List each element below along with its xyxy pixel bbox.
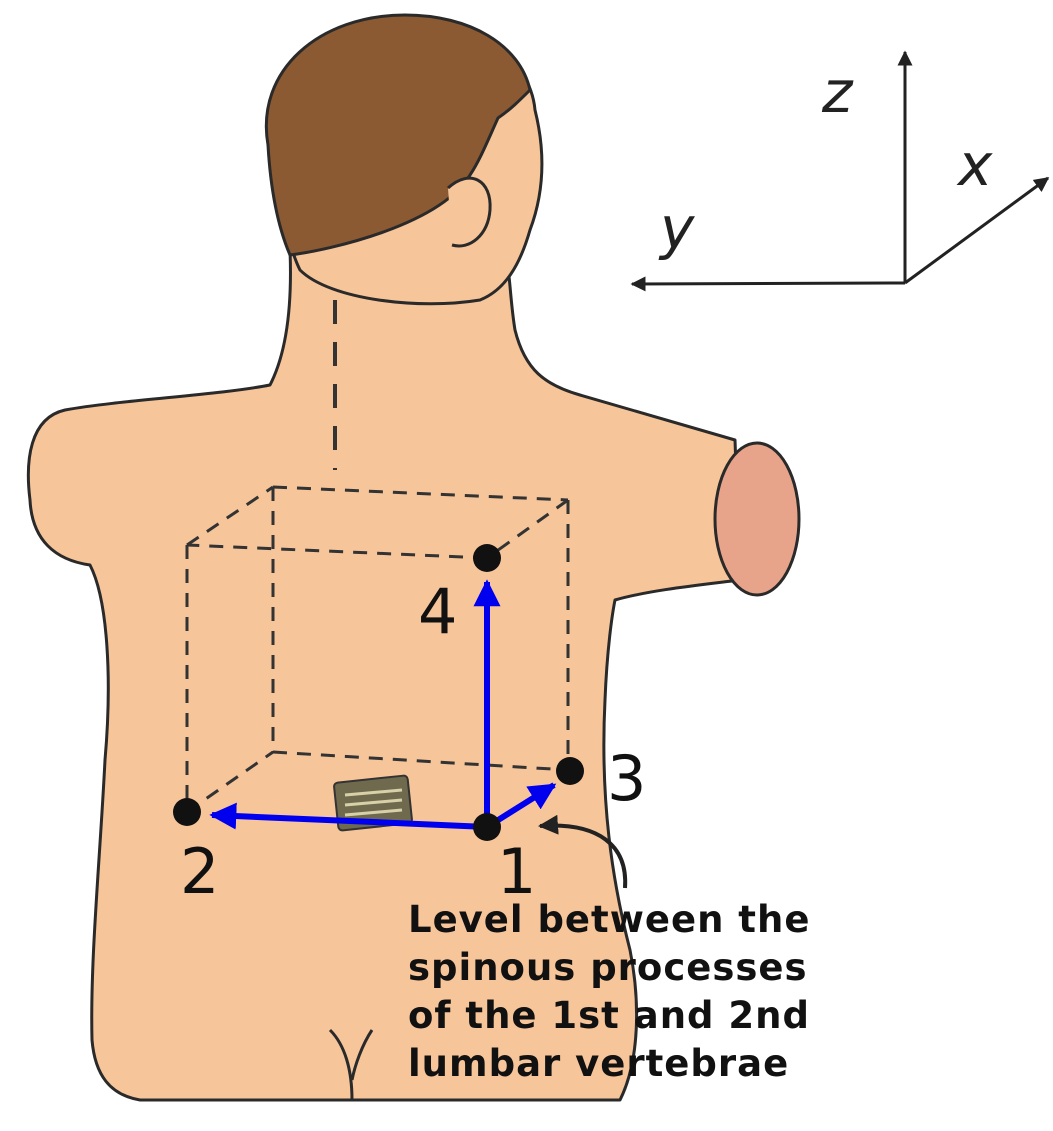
axis-label-y: y	[658, 194, 695, 262]
annotation-line-1: Level between the	[408, 898, 810, 941]
point-4	[473, 544, 501, 572]
axis-label-x: x	[956, 131, 993, 199]
annotation-line-2: spinous processes	[408, 946, 808, 989]
arm-stump	[715, 443, 799, 595]
point-label-2: 2	[180, 835, 219, 908]
axis-label-z: z	[821, 58, 854, 126]
point-label-3: 3	[607, 742, 646, 815]
point-2	[173, 798, 201, 826]
point-label-4: 4	[418, 575, 457, 648]
y-axis	[632, 283, 905, 284]
point-3	[556, 757, 584, 785]
annotation-line-3: of the 1st and 2nd	[408, 994, 810, 1037]
annotation-line-4: lumbar vertebrae	[408, 1042, 789, 1085]
